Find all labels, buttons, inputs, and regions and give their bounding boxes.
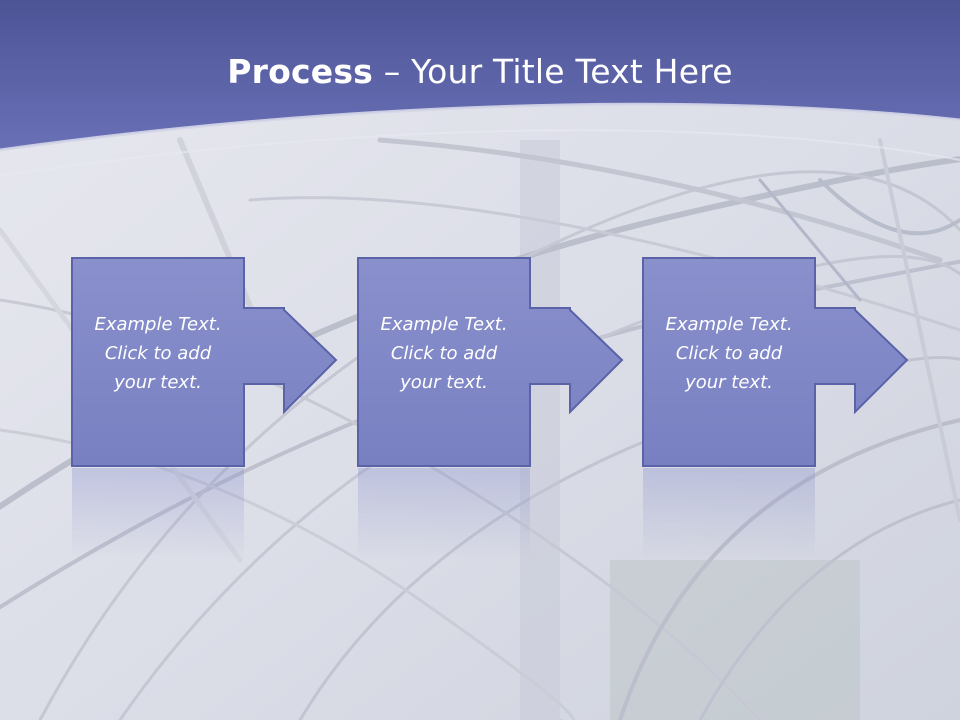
step-3-text[interactable]: Example Text. Click to add your text.: [639, 310, 819, 397]
process-step-2: [357, 257, 624, 467]
step-line: your text.: [114, 372, 202, 393]
slide-title[interactable]: Process – Your Title Text Here: [0, 52, 960, 91]
header-band: [0, 0, 960, 150]
step-1-text[interactable]: Example Text. Click to add your text.: [68, 310, 248, 397]
process-step-1: [71, 257, 338, 467]
step-line: Click to add: [390, 343, 498, 364]
step-line: Example Text.: [94, 314, 222, 335]
step-line: your text.: [685, 372, 773, 393]
title-bold: Process: [227, 52, 374, 91]
title-rest: – Your Title Text Here: [373, 52, 733, 91]
process-step-3: [642, 257, 909, 467]
step-2-text[interactable]: Example Text. Click to add your text.: [354, 310, 534, 397]
step-line: your text.: [400, 372, 488, 393]
step-line: Click to add: [675, 343, 783, 364]
step-line: Click to add: [104, 343, 212, 364]
step-line: Example Text.: [665, 314, 793, 335]
step-line: Example Text.: [380, 314, 508, 335]
